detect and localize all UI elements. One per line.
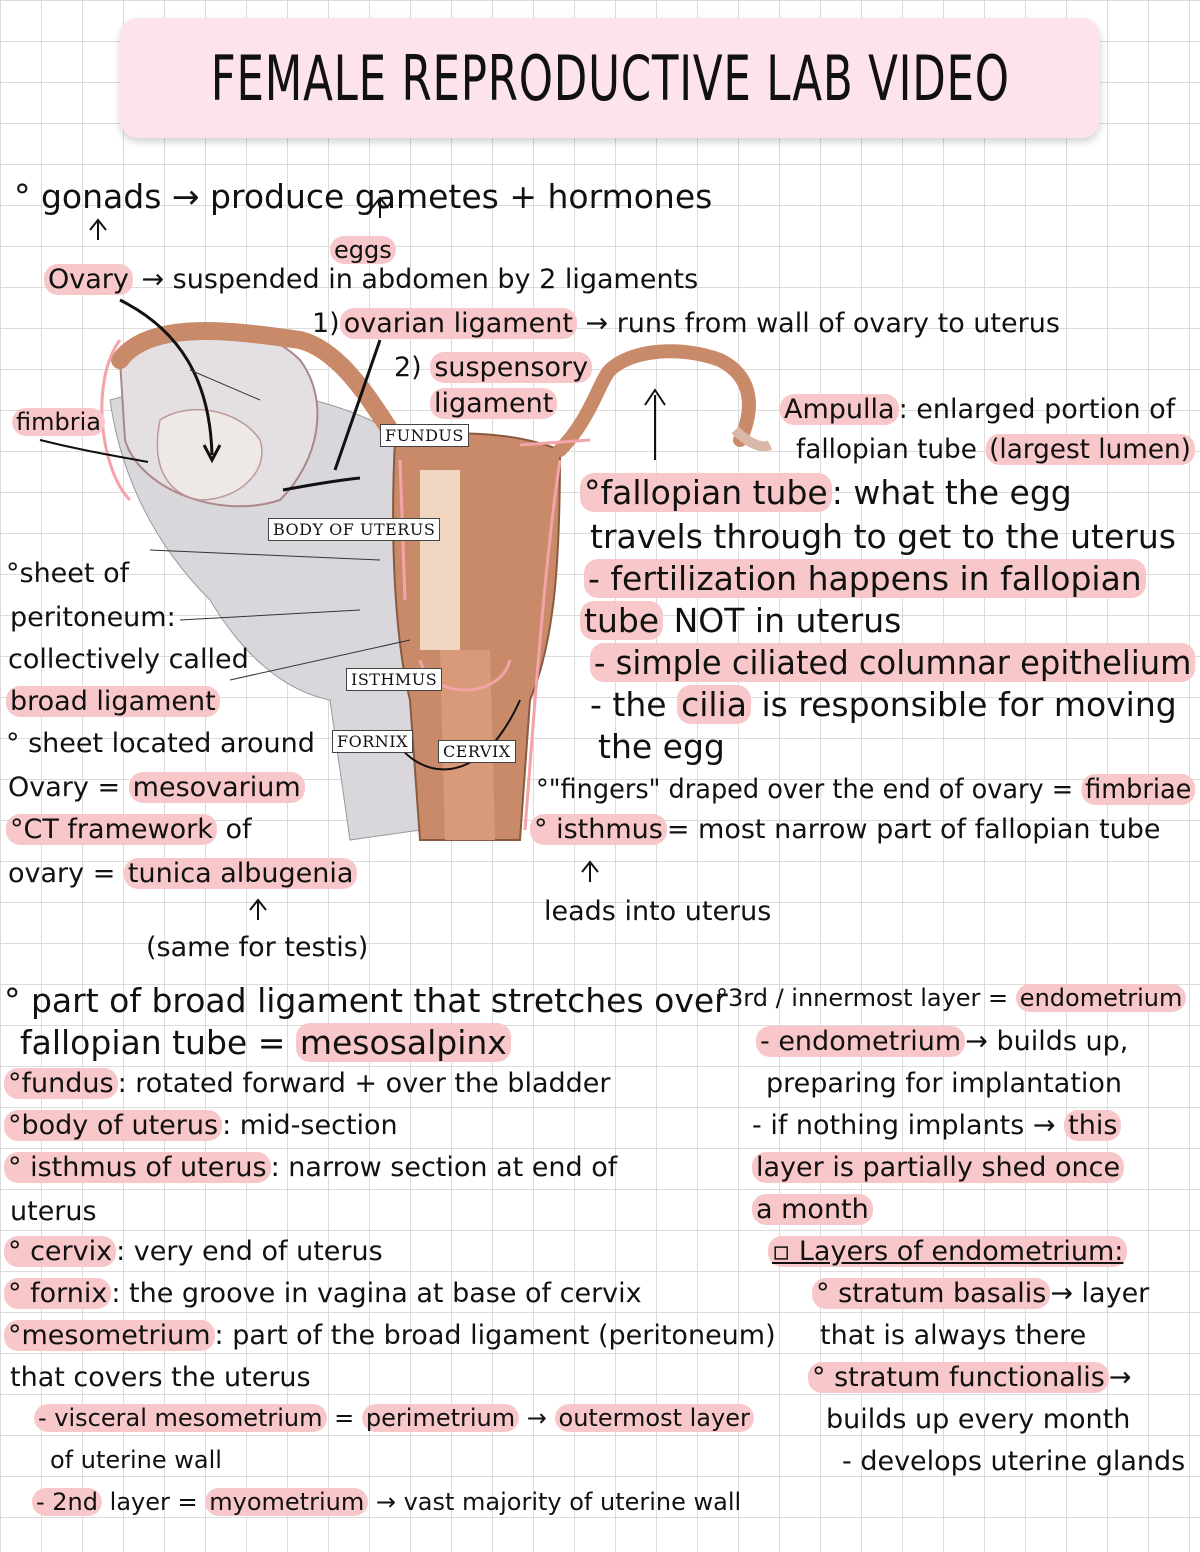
fertilization-note-2: tube NOT in uterus: [580, 601, 901, 640]
leads-into-uterus-note: leads into uterus: [544, 896, 772, 927]
page-title: FEMALE REPRODUCTIVE LAB VIDEO: [210, 41, 1010, 115]
eggs-note: eggs: [330, 236, 396, 264]
cervix-diagram-label: CERVIX: [438, 740, 516, 763]
isthmus-of-uterus-note: ° isthmus of uterus: narrow section at e…: [4, 1152, 617, 1183]
cilia-note: - the cilia is responsible for moving: [590, 685, 1177, 724]
endometrium-builds-note: - endometrium→ builds up,: [756, 1026, 1128, 1057]
fimbria-label: fimbria: [12, 408, 105, 436]
isthmus-of-uterus-note-2: uterus: [10, 1196, 97, 1227]
ampulla-note-2: fallopian tube (largest lumen): [796, 434, 1195, 465]
fundus-note: °fundus: rotated forward + over the blad…: [4, 1068, 610, 1099]
left-note-4: broad ligament: [6, 686, 220, 717]
stratum-basalis-note-2: that is always there: [820, 1320, 1087, 1351]
title-banner: FEMALE REPRODUCTIVE LAB VIDEO: [120, 18, 1100, 138]
ovary-note: Ovary → suspended in abdomen by 2 ligame…: [44, 264, 698, 295]
same-for-testis-note: (same for testis): [146, 932, 369, 963]
isthmus-diagram-label: ISTHMUS: [346, 668, 443, 691]
myometrium-note: - 2nd layer = myometrium → vast majority…: [32, 1488, 741, 1516]
fallopian-tube-note-2: travels through to get to the uterus: [590, 517, 1176, 556]
fornix-diagram-label: FORNIX: [332, 730, 413, 753]
suspensory-ligament-note-2: ligament: [430, 388, 558, 419]
mesosalpinx-note: ° part of broad ligament that stretches …: [4, 981, 728, 1020]
perimetrium-note-2: of uterine wall: [50, 1446, 222, 1474]
stratum-basalis-note: ° stratum basalis→ layer: [812, 1278, 1149, 1309]
epithelium-note: - simple ciliated columnar epithelium: [590, 643, 1196, 682]
cervix-note: ° cervix: very end of uterus: [4, 1236, 383, 1267]
fallopian-tube-note: °fallopian tube: what the egg: [580, 473, 1072, 512]
left-note-1: °sheet of: [6, 558, 130, 589]
month-note: a month: [752, 1194, 873, 1225]
stratum-functionalis-note-2: builds up every month: [826, 1404, 1131, 1435]
stratum-functionalis-note: ° stratum functionalis→: [808, 1362, 1132, 1393]
left-note-6: Ovary = mesovarium: [8, 772, 305, 803]
layers-heading: ▫ Layers of endometrium:: [768, 1236, 1128, 1267]
fornix-note: ° fornix: the groove in vagina at base o…: [4, 1278, 642, 1309]
left-note-3: collectively called: [8, 644, 249, 675]
left-note-2: peritoneum:: [10, 602, 176, 633]
perimetrium-note: - visceral mesometrium = perimetrium → o…: [34, 1404, 754, 1432]
fimbriae-note: °"fingers" draped over the end of ovary …: [536, 774, 1196, 805]
fundus-diagram-label: FUNDUS: [380, 424, 469, 447]
shed-note: layer is partially shed once: [752, 1152, 1125, 1183]
body-of-uterus-note: °body of uterus: mid-section: [4, 1110, 398, 1141]
mesosalpinx-note-2: fallopian tube = mesosalpinx: [20, 1023, 511, 1062]
endometrium-note: °3rd / innermost layer = endometrium: [716, 984, 1187, 1012]
gonads-note: ° gonads → produce gametes + hormones: [14, 177, 713, 216]
uterine-glands-note: - develops uterine glands: [842, 1446, 1186, 1477]
ampulla-note: Ampulla: enlarged portion of: [780, 394, 1175, 425]
body-of-uterus-diagram-label: BODY OF UTERUS: [268, 518, 441, 541]
left-note-7: °CT framework of: [6, 814, 251, 845]
suspensory-ligament-note: 2) suspensory: [394, 352, 593, 383]
nothing-implants-note: - if nothing implants → this: [752, 1110, 1122, 1141]
ovarian-ligament-note: 1)ovarian ligament → runs from wall of o…: [312, 308, 1060, 339]
implantation-note: preparing for implantation: [766, 1068, 1123, 1099]
isthmus-note: ° isthmus= most narrow part of fallopian…: [530, 814, 1161, 845]
mesometrium-note-2: that covers the uterus: [10, 1362, 311, 1393]
the-egg-note: the egg: [598, 727, 725, 766]
left-note-5: ° sheet located around: [6, 728, 315, 759]
left-note-8: ovary = tunica albugenia: [8, 858, 358, 889]
mesometrium-note: °mesometrium: part of the broad ligament…: [4, 1320, 776, 1351]
fertilization-note: - fertilization happens in fallopian: [584, 559, 1146, 598]
